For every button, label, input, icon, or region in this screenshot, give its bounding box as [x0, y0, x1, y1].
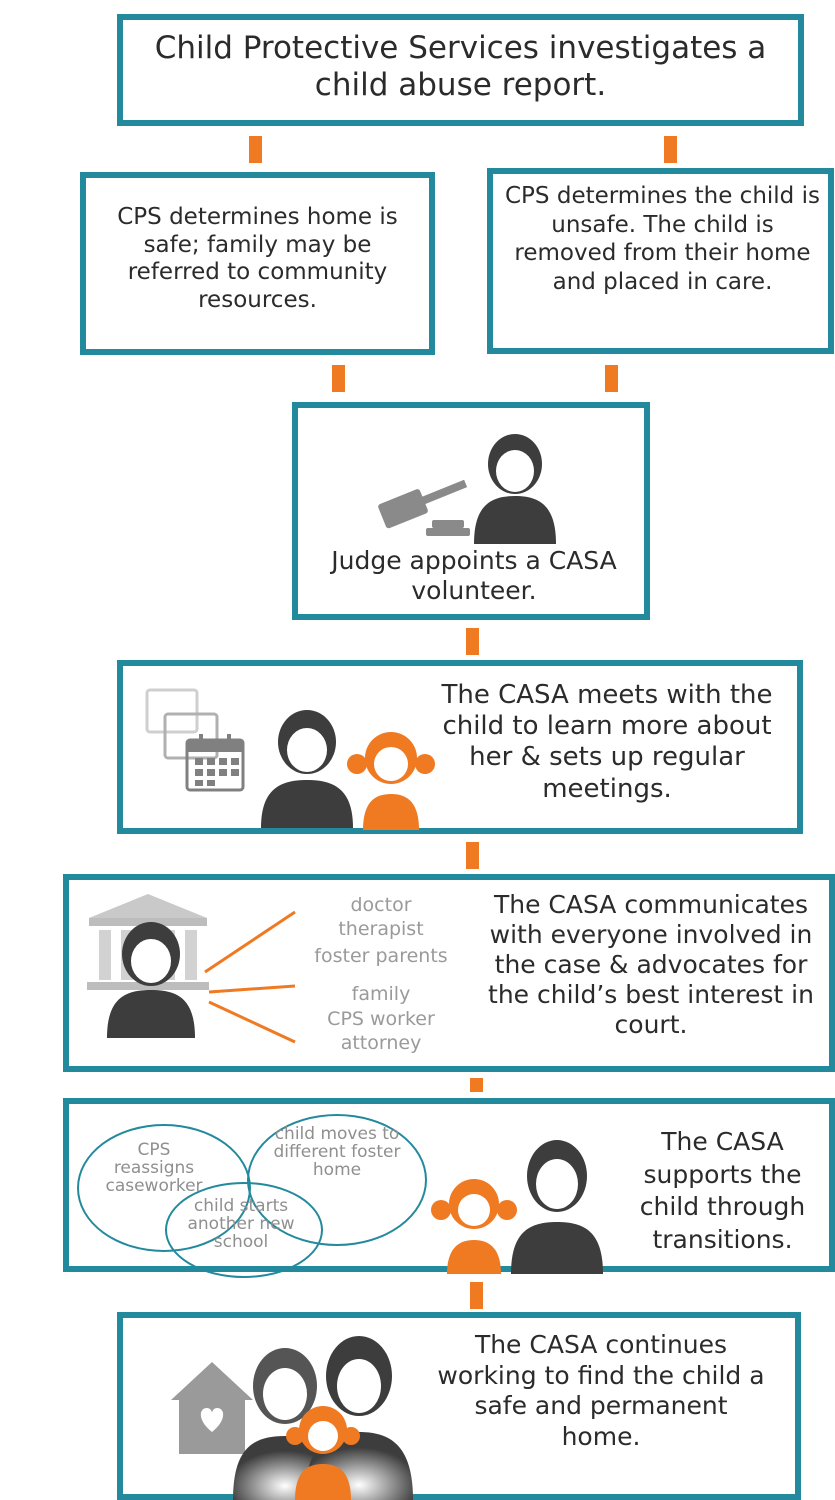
connector [332, 365, 345, 392]
transition-text: CPS reassigns caseworker [105, 1140, 203, 1196]
step-judge-text: Judge appoints a CASA volunteer. [331, 546, 617, 605]
step-meets-child-text: The CASA meets with the child to learn m… [441, 680, 773, 804]
transition-bubble [247, 1114, 427, 1246]
transition-bubble [165, 1182, 323, 1278]
house-heart-icon [171, 1362, 253, 1454]
adult-person-icon [261, 710, 353, 828]
connector [470, 1282, 483, 1309]
step-child-unsafe-box: CPS determines the child is unsafe. The … [487, 168, 834, 354]
contact-label: family [351, 983, 411, 1005]
step-home-safe-text: CPS determines home is safe; family may … [117, 204, 398, 313]
connection-lines [204, 910, 296, 1044]
contact-label: foster parents [314, 945, 448, 967]
connector [664, 136, 677, 163]
transition-text: child starts another new school [187, 1196, 295, 1252]
step-communicates-text: The CASA communicates with everyone invo… [488, 890, 814, 1039]
adult-person-icon [511, 1140, 603, 1274]
gavel-icon [378, 479, 470, 536]
transition-text: child moves to different foster home [273, 1124, 401, 1180]
connector [470, 1078, 483, 1092]
step-transitions-text: The CASA supports the child through tran… [639, 1127, 806, 1254]
child-girl-icon [431, 1179, 517, 1274]
step-judge-box: Judge appoints a CASA volunteer. [292, 402, 650, 620]
step-transitions-box: CPS reassigns caseworker child moves to … [63, 1098, 835, 1278]
step-meets-child-box: The CASA meets with the child to learn m… [117, 660, 803, 834]
contact-label: therapist [338, 918, 424, 940]
connector [466, 628, 479, 655]
step-investigation-text: Child Protective Services investigates a… [154, 30, 767, 104]
step-permanent-home-text: The CASA continues working to find the c… [437, 1330, 765, 1451]
contact-label: attorney [340, 1032, 422, 1054]
step-child-unsafe-text: CPS determines the child is unsafe. The … [505, 183, 820, 295]
connector [249, 136, 262, 163]
step-investigation-box: Child Protective Services investigates a… [117, 14, 804, 126]
connector [466, 842, 479, 869]
child-girl-icon [347, 732, 435, 830]
calendar-icon [145, 688, 245, 792]
connector [605, 365, 618, 392]
step-permanent-home-box: The CASA continues working to find the c… [117, 1312, 801, 1500]
adult-person-icon [107, 922, 195, 1038]
family-icon [233, 1336, 413, 1500]
step-communicates-box: doctor therapist foster parents family C… [63, 874, 835, 1072]
adult-person-icon [474, 434, 556, 544]
contact-label: CPS worker [327, 1008, 435, 1030]
step-home-safe-box: CPS determines home is safe; family may … [80, 172, 435, 355]
contact-label: doctor [350, 894, 412, 916]
